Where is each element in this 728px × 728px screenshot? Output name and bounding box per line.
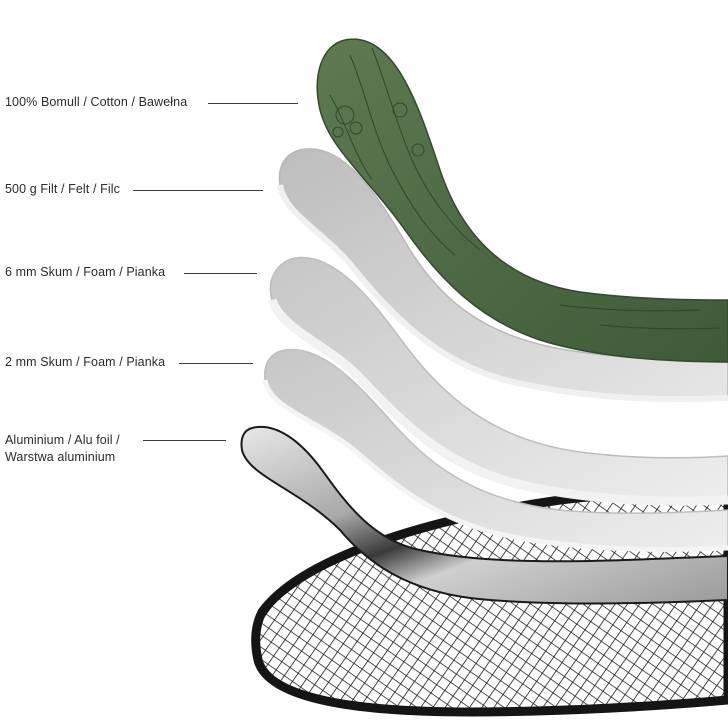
cotton-pattern [329, 47, 721, 330]
leader-line-aluminium [143, 440, 226, 441]
label-felt: 500 g Filt / Felt / Filc [5, 181, 120, 198]
label-foam-6mm-text: 6 mm Skum / Foam / Pianka [5, 265, 166, 279]
label-aluminium: Aluminium / Alu foil / Warstwa aluminium [5, 432, 120, 466]
leader-line-cotton [208, 103, 298, 104]
label-aluminium-line2: Warstwa aluminium [5, 449, 116, 464]
label-foam-2mm-text: 2 mm Skum / Foam / Pianka [5, 355, 166, 369]
leader-line-felt [133, 190, 263, 191]
label-aluminium-line1: Aluminium / Alu foil / [5, 433, 120, 447]
label-cotton-text: 100% Bomull / Cotton / Bawełna [5, 95, 188, 109]
aluminium-layer [240, 425, 728, 605]
label-felt-text: 500 g Filt / Felt / Filc [5, 182, 120, 196]
label-foam-6mm: 6 mm Skum / Foam / Pianka [5, 264, 165, 281]
label-foam-2mm: 2 mm Skum / Foam / Pianka [5, 354, 165, 371]
foam-2mm-edge [262, 379, 728, 552]
label-cotton: 100% Bomull / Cotton / Bawełna [5, 94, 187, 111]
cotton-layer [316, 38, 728, 363]
leader-line-foam2 [179, 363, 253, 364]
leader-line-foam6 [184, 273, 257, 274]
felt-edge [277, 184, 728, 403]
foam-6mm-edge [267, 298, 728, 506]
